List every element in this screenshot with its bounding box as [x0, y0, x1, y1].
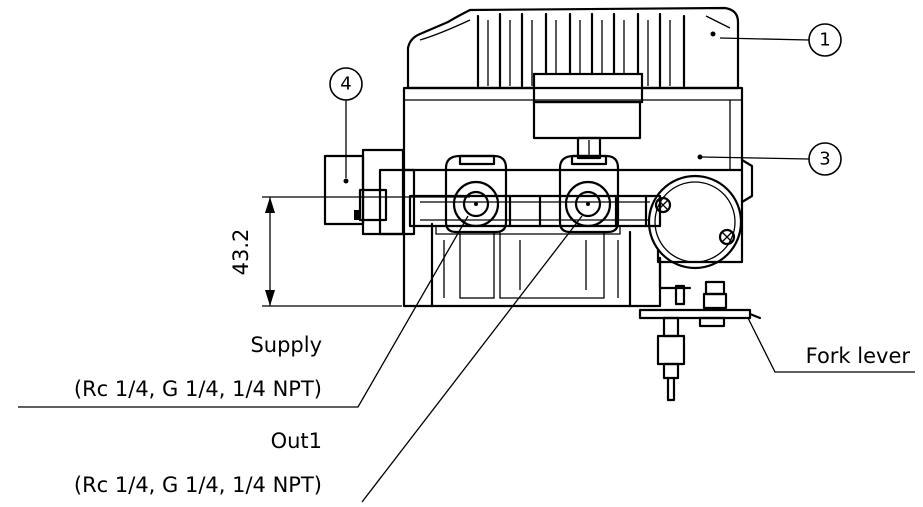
supply-port — [444, 154, 508, 234]
callout-1: 1 — [719, 23, 842, 57]
supply-leader — [18, 215, 469, 408]
manifold — [408, 194, 662, 235]
fork-lever-assembly — [638, 280, 762, 402]
left-adapter — [323, 148, 416, 236]
callout-1-number: 1 — [819, 30, 830, 51]
round-cover — [647, 168, 744, 270]
out1-port — [558, 154, 620, 234]
dimension-43-2: 43.2 — [229, 196, 470, 307]
fork-lever-label: Fork lever — [806, 344, 911, 368]
dimension-value: 43.2 — [229, 229, 253, 276]
callout-3-number: 3 — [819, 149, 830, 170]
lower-block — [402, 168, 692, 308]
callout-4-number: 4 — [340, 74, 351, 95]
out1-spec: (Rc 1/4, G 1/4, 1/4 NPT) — [74, 473, 322, 497]
out1-leader — [361, 215, 583, 503]
supply-spec: (Rc 1/4, G 1/4, 1/4 NPT) — [74, 377, 322, 401]
callout-4: 4 — [329, 67, 363, 178]
callout-3: 3 — [701, 142, 842, 176]
supply-title: Supply — [250, 333, 322, 357]
out1-title: Out1 — [271, 429, 322, 453]
fork-lever-leader — [747, 317, 915, 373]
